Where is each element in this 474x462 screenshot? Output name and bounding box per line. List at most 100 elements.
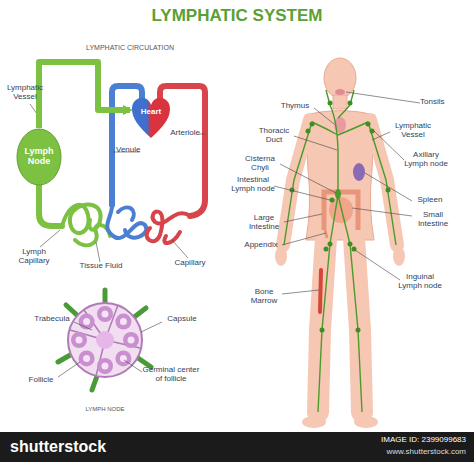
node-content: Lymph Node — [16, 128, 62, 186]
organ-label: Large Intestine — [242, 214, 286, 232]
lymph-node-section — [115, 314, 131, 330]
lymph-node-dots — [348, 101, 353, 106]
organs — [320, 270, 321, 312]
leader-line — [40, 230, 60, 247]
diagram-title: LYMPHATIC SYSTEM — [0, 6, 474, 25]
part-label: Lymph Capillary — [12, 248, 56, 266]
hands-feet — [393, 246, 405, 266]
leader-line — [172, 240, 188, 258]
capillary-bed — [107, 200, 146, 238]
human-body — [305, 58, 375, 240]
lymph-node-section — [71, 306, 139, 374]
part-label: Capsule — [158, 315, 206, 324]
hands-feet — [302, 416, 326, 428]
blood-vessels — [112, 86, 205, 216]
organs — [335, 89, 345, 95]
lymph-node-dots — [310, 122, 315, 127]
leader-line — [346, 92, 420, 103]
lymph-node-section — [83, 355, 90, 362]
organ-label: Thoracic Duct — [252, 127, 296, 145]
organs — [324, 192, 358, 230]
organ-label: Small Intestine — [408, 211, 458, 229]
lymph-node-section — [102, 311, 109, 318]
hands-feet — [354, 416, 378, 428]
lymph-node-section — [128, 337, 135, 344]
lymph-network — [312, 122, 338, 135]
leader-line — [30, 104, 205, 262]
leader-line — [74, 322, 92, 330]
node-label: Lymph Node — [16, 147, 62, 167]
lymph-network — [368, 122, 396, 245]
lymph-node-dots — [290, 101, 391, 333]
heart-shape-outline — [130, 94, 172, 140]
lymph-node-section — [97, 358, 113, 374]
lymph-vessel-connector — [39, 62, 130, 128]
lymph-node-section — [58, 354, 72, 362]
organ-label: Inguinal Lymph node — [396, 273, 444, 291]
lymph-vessel — [39, 184, 62, 226]
capillary-bed — [62, 200, 190, 245]
leader-line — [282, 290, 319, 294]
capillary-bed — [164, 232, 180, 243]
part-label: Arteriole — [162, 129, 200, 138]
leader-line — [294, 136, 337, 150]
lymph-node-dots — [320, 328, 325, 333]
lymph-node-section — [76, 337, 83, 344]
leader-line — [374, 131, 404, 160]
hands-feet — [275, 246, 405, 428]
capillary-bed — [147, 212, 190, 242]
organ-label: Thymus — [274, 102, 316, 111]
lymph-node-section — [79, 350, 95, 366]
lymph-node-dots — [348, 242, 353, 247]
leader-line — [372, 132, 390, 140]
part-label: Capillary — [166, 259, 214, 268]
oval-fill — [17, 129, 61, 185]
part-label: Follicle — [20, 376, 62, 385]
lymph-node-section — [120, 355, 127, 362]
lymph-node-dots — [330, 198, 335, 203]
part-label: Venule — [116, 146, 152, 155]
organ-label: Cisterna Chyli — [238, 155, 282, 173]
lymph-node-section — [58, 290, 151, 390]
node-text-stack: Heart — [141, 108, 161, 117]
lymph-node-dots — [324, 247, 329, 252]
organ-label: Intestinal Lymph node — [230, 176, 276, 194]
lymph-node-section — [123, 332, 139, 348]
organ-label: Tonsils — [420, 98, 466, 107]
leader-line — [365, 173, 412, 201]
lymph-node-section — [83, 318, 90, 325]
lymph-node-section — [97, 306, 113, 322]
lymph-node-section — [76, 311, 135, 370]
node-content: Heart — [130, 94, 172, 131]
human-limbs — [283, 120, 397, 412]
part-label: Germinal center of follicle — [140, 366, 202, 384]
lymph-vessel — [39, 184, 62, 226]
section-heading: LYMPHATIC CIRCULATION — [55, 44, 205, 52]
organs — [353, 163, 365, 181]
node-label: Heart — [141, 108, 161, 117]
part-label: Tissue Fluid — [70, 262, 132, 271]
leader-line — [314, 108, 334, 124]
organs — [325, 230, 327, 238]
image-id: IMAGE ID: 2399099683 — [300, 436, 466, 445]
lymph-node-dots — [356, 328, 361, 333]
leader-line — [30, 104, 37, 114]
section-caption: LYMPH NODE — [75, 406, 135, 413]
watermark-logo: shutterstock — [10, 438, 150, 456]
lymph-node-section — [115, 350, 131, 366]
lymph-network — [338, 122, 368, 135]
lymph-network — [330, 195, 338, 244]
organ-label: Spleen — [408, 196, 452, 205]
node-text-stack: Lymph Node — [16, 147, 62, 167]
lymph-node-section — [103, 290, 108, 303]
footer-bar — [0, 432, 474, 462]
organ-label: Axillary Lymph node — [402, 151, 450, 169]
leader-line — [124, 360, 142, 372]
leader-line — [280, 164, 336, 193]
lymph-node-dots — [306, 129, 311, 134]
lymph-node-dots — [328, 101, 333, 106]
leader-line — [352, 208, 412, 216]
